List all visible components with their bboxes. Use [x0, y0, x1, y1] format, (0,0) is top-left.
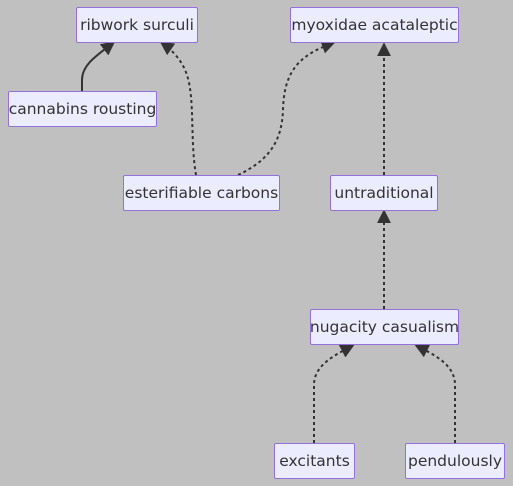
node-nugacity-casualism: nugacity casualism — [310, 309, 459, 345]
edge-pendulously-to-nugacity — [414, 344, 456, 443]
edge-cannabins-to-ribwork — [81, 41, 116, 91]
node-pendulously: pendulously — [405, 443, 505, 479]
node-ribwork-surculi: ribwork surculi — [76, 7, 198, 43]
node-esterifiable-carbons: esterifiable carbons — [123, 175, 280, 211]
node-untraditional: untraditional — [330, 175, 438, 211]
node-myoxidae-acataleptic: myoxidae acataleptic — [290, 7, 459, 43]
node-excitants: excitants — [274, 443, 355, 479]
node-cannabins-rousting: cannabins rousting — [8, 91, 157, 127]
edge-excitants-to-nugacity — [313, 344, 355, 443]
edge-esterifiable-to-ribwork — [159, 41, 197, 176]
edge-esterifiable-to-myoxidae — [237, 40, 336, 176]
